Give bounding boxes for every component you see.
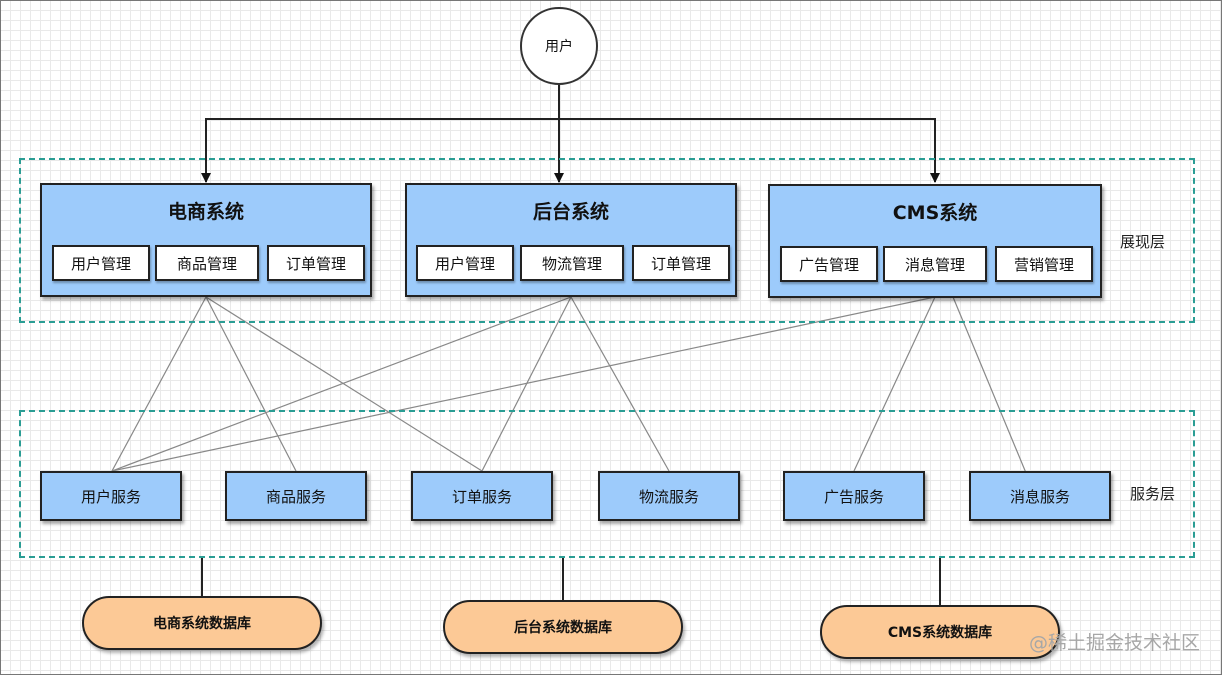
ecommerce-system[interactable]: 电商系统 用户管理 商品管理 订单管理 <box>40 183 372 297</box>
presentation-layer-label: 展现层 <box>1120 233 1166 251</box>
module-logistics-management[interactable]: 物流管理 <box>520 245 624 281</box>
system-title: 电商系统 <box>167 201 244 223</box>
system-to-service-links <box>111 296 1032 486</box>
link-cms-user-service <box>111 296 936 472</box>
cms-system[interactable]: CMS系统 广告管理 消息管理 营销管理 <box>768 184 1102 298</box>
backend-system[interactable]: 后台系统 用户管理 物流管理 订单管理 <box>405 183 737 297</box>
link-backend-user-service <box>111 296 572 472</box>
module-ad-management[interactable]: 广告管理 <box>780 246 878 282</box>
service-product[interactable]: 商品服务 <box>225 471 367 521</box>
link-backend-order-service <box>481 296 572 472</box>
db-cms[interactable]: CMS系统数据库 <box>820 605 1060 659</box>
module-product-management[interactable]: 商品管理 <box>155 245 259 281</box>
module-message-management[interactable]: 消息管理 <box>883 246 987 282</box>
module-marketing-management[interactable]: 营销管理 <box>995 246 1093 282</box>
user-node-label: 用户 <box>545 39 573 55</box>
service-to-db-links <box>201 558 941 606</box>
system-title: CMS系统 <box>892 202 978 224</box>
service-user[interactable]: 用户服务 <box>40 471 182 521</box>
link-ecommerce-order-service <box>205 296 483 472</box>
service-logistics[interactable]: 物流服务 <box>598 471 740 521</box>
service-order[interactable]: 订单服务 <box>411 471 553 521</box>
system-title: 后台系统 <box>532 201 609 223</box>
arrow-to-cms-system <box>559 118 940 183</box>
link-backend-logistics-service <box>570 296 670 472</box>
service-message[interactable]: 消息服务 <box>969 471 1111 521</box>
presentation-layer-region <box>19 158 1195 323</box>
watermark: @稀土掘金技术社区 <box>1028 632 1200 654</box>
service-layer-label: 服务层 <box>1130 485 1176 503</box>
link-cms-message-service <box>952 296 1032 486</box>
module-order-management[interactable]: 订单管理 <box>267 245 365 281</box>
link-cms-ad-service <box>853 296 936 472</box>
module-user-management[interactable]: 用户管理 <box>416 245 514 281</box>
module-order-management[interactable]: 订单管理 <box>632 245 730 281</box>
arrow-to-ecommerce-system <box>201 118 559 183</box>
user-to-system-arrows <box>201 85 940 183</box>
user-node[interactable]: 用户 <box>520 7 598 85</box>
link-ecommerce-user-service <box>111 296 207 472</box>
module-user-management[interactable]: 用户管理 <box>52 245 150 281</box>
service-layer-region <box>19 410 1195 558</box>
db-ecommerce[interactable]: 电商系统数据库 <box>82 596 322 650</box>
service-ad[interactable]: 广告服务 <box>783 471 925 521</box>
link-ecommerce-product-service <box>205 296 297 472</box>
db-backend[interactable]: 后台系统数据库 <box>443 600 683 654</box>
